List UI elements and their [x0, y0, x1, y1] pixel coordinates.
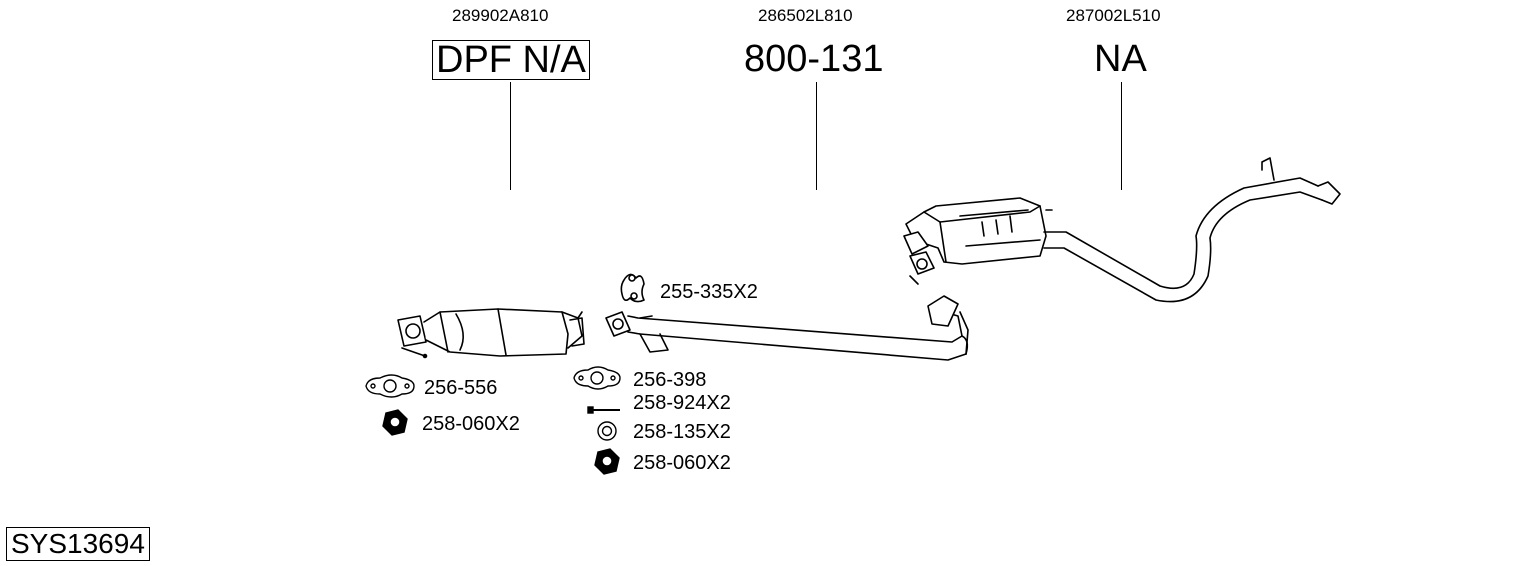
- middle-pipe: [605, 295, 969, 361]
- nut-icon: [382, 409, 408, 436]
- leader-line-rear-silencer: [1121, 82, 1122, 190]
- hanger-rubber: [620, 273, 645, 303]
- rear-silencer: [903, 157, 1341, 303]
- fittings-icons: [365, 366, 621, 475]
- part-number-middle-pipe: 800-131: [744, 38, 884, 80]
- dpf-unit: [397, 308, 585, 359]
- part-label-gasket-front: 256-556: [424, 377, 498, 399]
- part-label-washer: 258-135X2: [633, 421, 731, 443]
- part-label-hanger: 255-335X2: [660, 281, 758, 303]
- part-label-nut-front: 258-060X2: [422, 413, 520, 435]
- part-number-dpf: DPF N/A: [432, 40, 590, 80]
- part-label-gasket-middle: 256-398: [633, 369, 707, 391]
- washer-icon: [597, 421, 617, 441]
- system-id-label: SYS13694: [6, 527, 150, 561]
- oem-number-rear-silencer: 287002L510: [1066, 6, 1161, 25]
- leader-line-middle-pipe: [816, 82, 817, 190]
- part-label-nut-middle: 258-060X2: [633, 452, 731, 474]
- gasket-icon: [365, 374, 415, 398]
- part-number-rear-silencer: NA: [1094, 38, 1147, 80]
- gasket-icon: [573, 366, 621, 390]
- oem-number-middle-pipe: 286502L810: [758, 6, 853, 25]
- leader-line-dpf: [510, 82, 511, 190]
- bolt-icon: [587, 406, 620, 414]
- oem-number-dpf: 289902A810: [452, 6, 549, 25]
- nut-icon: [594, 448, 620, 475]
- part-label-bolt: 258-924X2: [633, 392, 731, 414]
